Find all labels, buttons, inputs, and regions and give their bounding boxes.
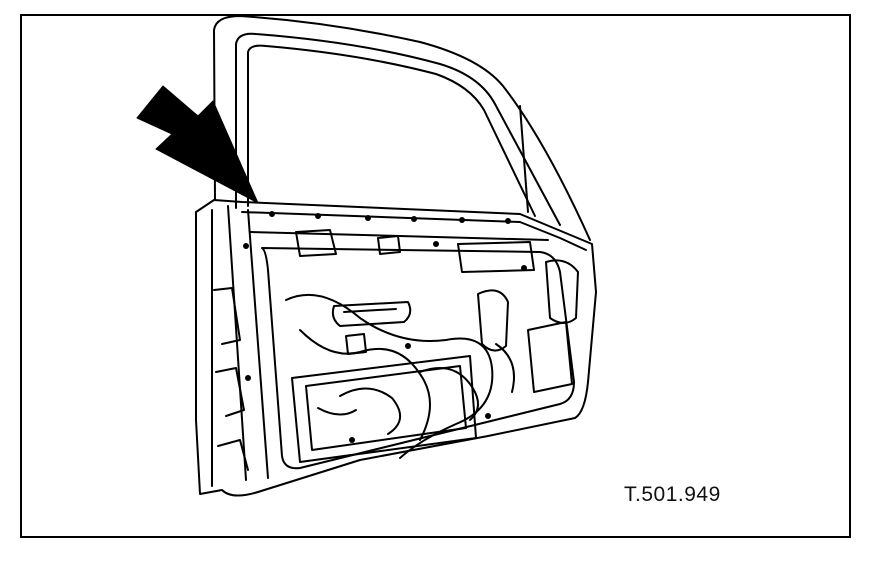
window-frame [213,15,591,241]
figure-frame [20,14,851,538]
arrow-icon [136,85,259,204]
figure-reference-code: T.501.949 [624,483,721,506]
door-shell [195,199,597,497]
fastener-holes [243,211,527,443]
